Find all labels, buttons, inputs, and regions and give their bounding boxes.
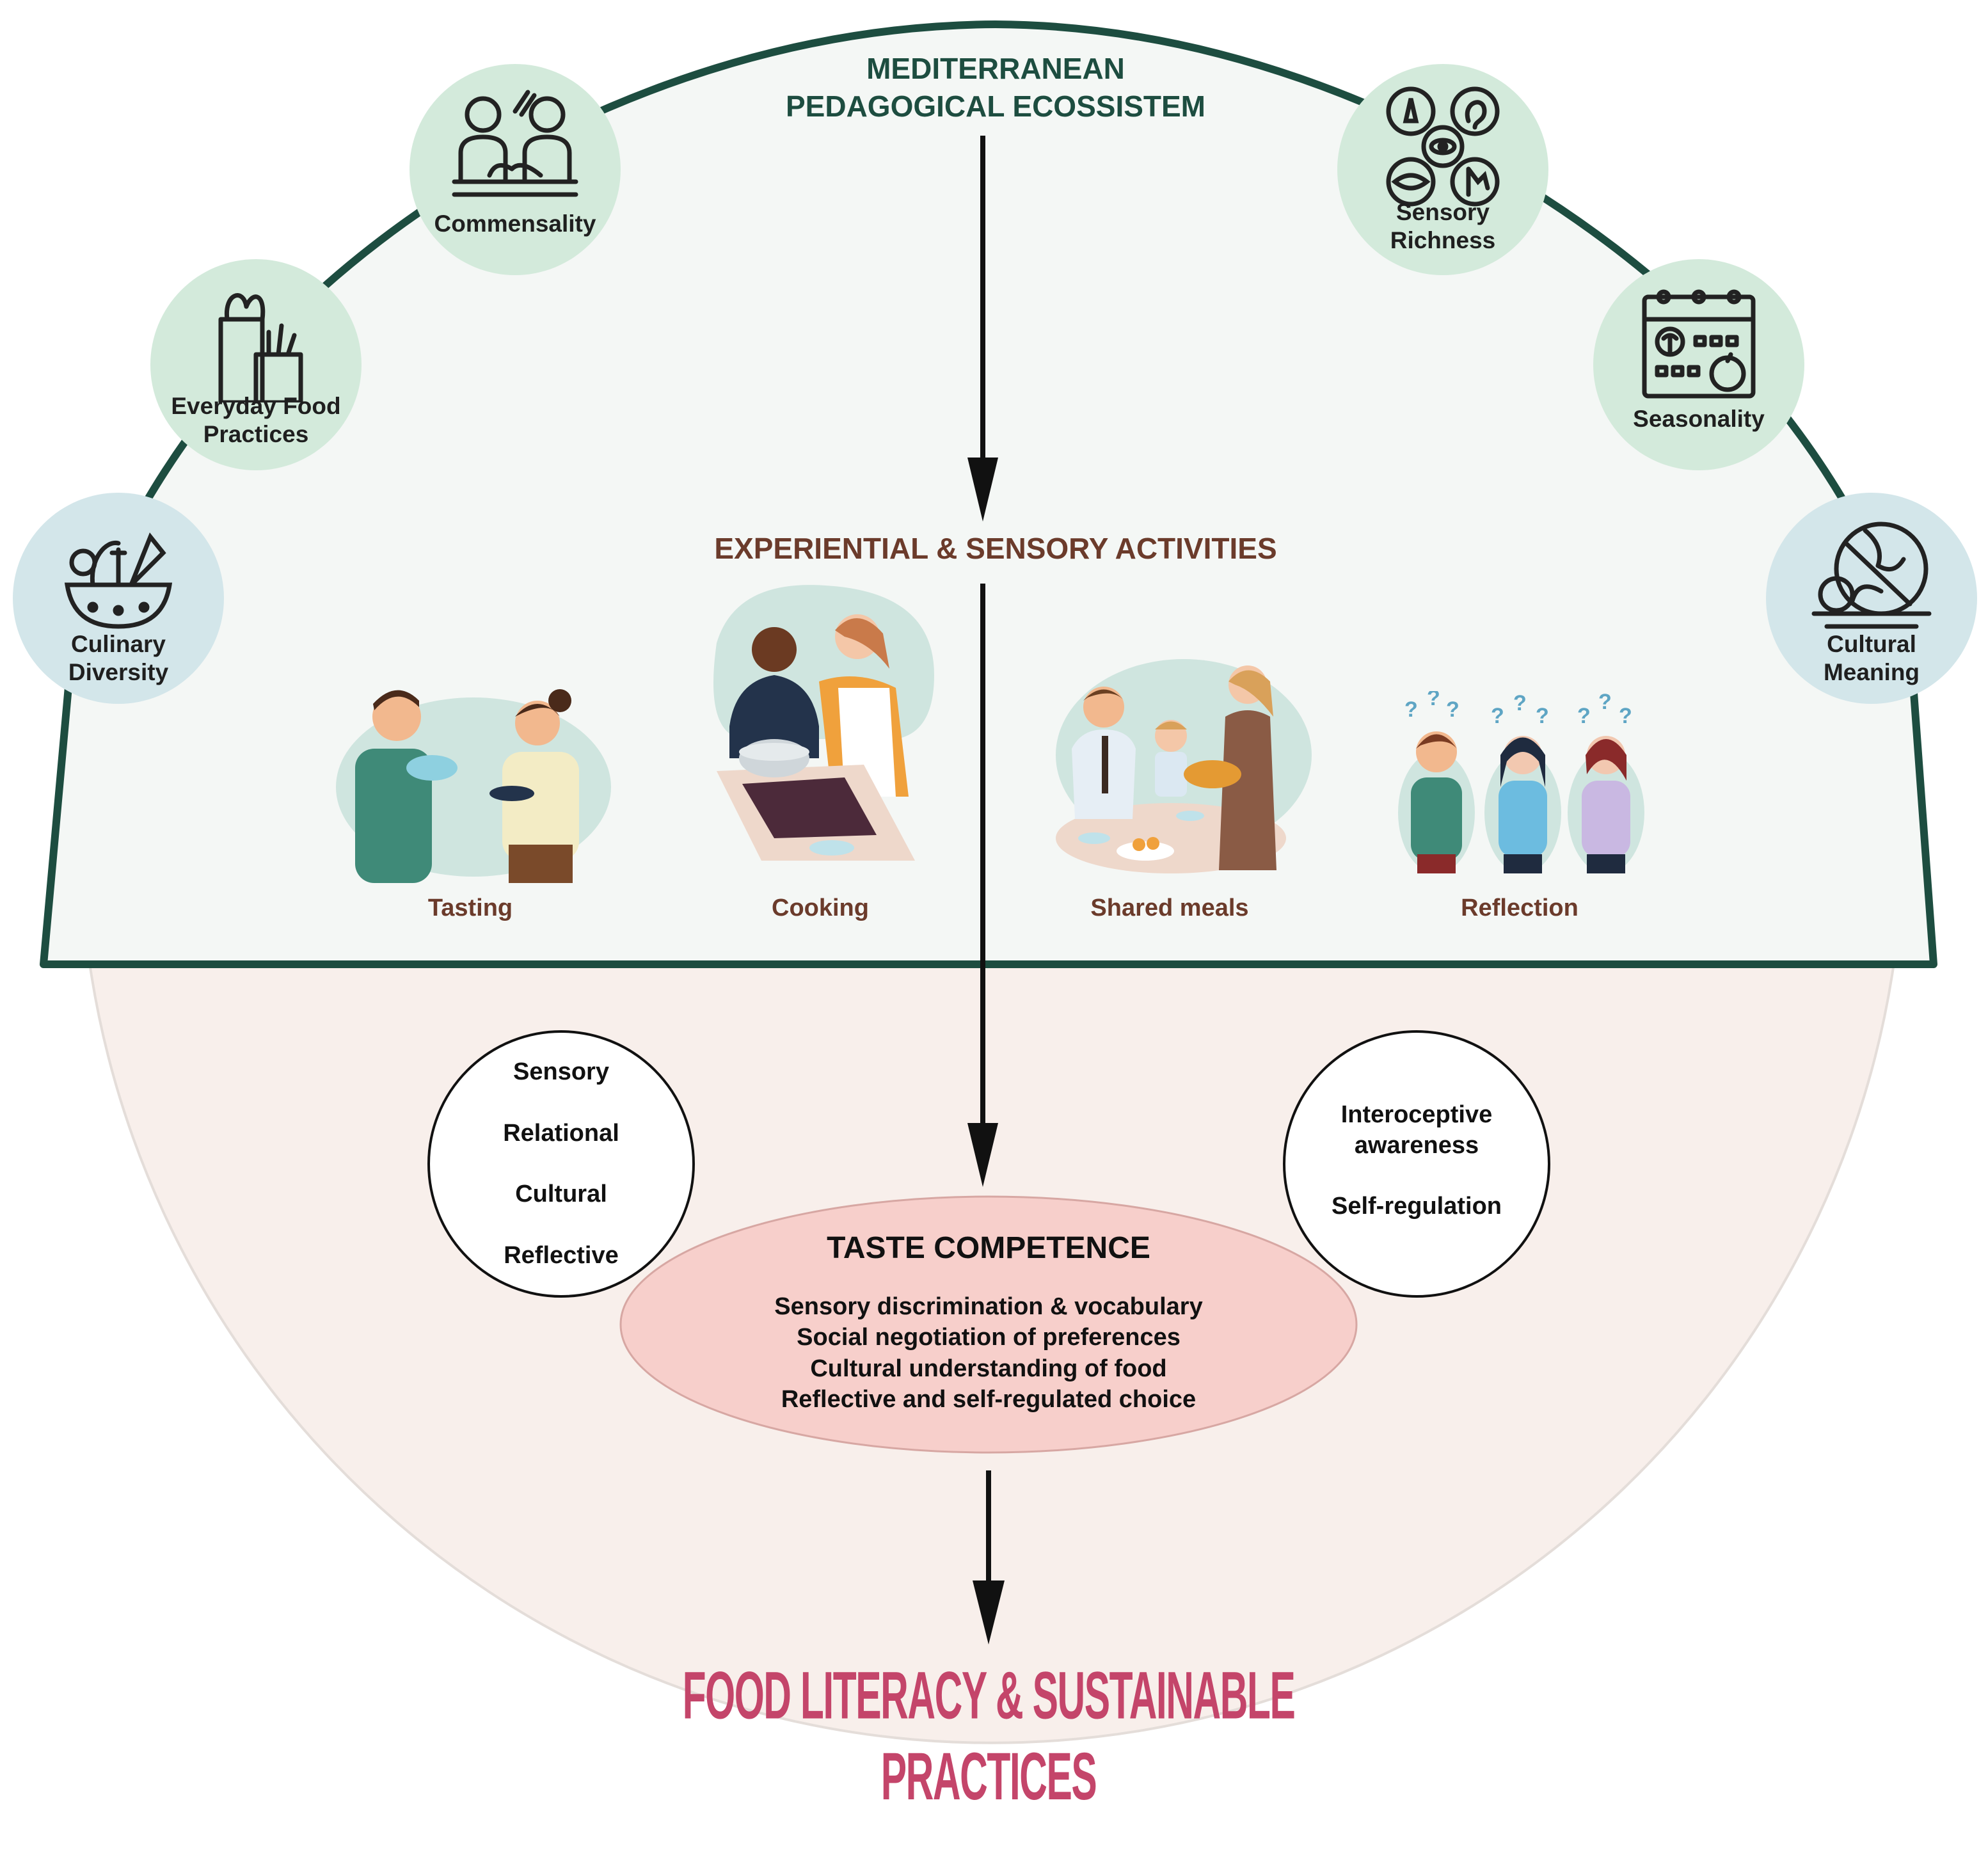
diagram-title: MEDITERRANEAN PEDAGOGICAL ECOSSISTEM — [676, 50, 1316, 125]
svg-text:?: ? — [1598, 691, 1612, 714]
title-line-1: MEDITERRANEAN — [866, 52, 1125, 85]
commensality-label: Commensality — [434, 211, 596, 237]
activity-cooking-label: Cooking — [772, 895, 869, 921]
cultural-meaning-label: Cultural Meaning — [1766, 630, 1977, 687]
svg-text:?: ? — [1491, 704, 1504, 728]
interoceptive-line-2: awareness — [1354, 1131, 1479, 1159]
interoceptive-line-1: Interoceptive — [1340, 1101, 1493, 1128]
arrowhead-2 — [967, 1123, 998, 1187]
sensory-richness-label: Sensory Richness — [1337, 198, 1548, 255]
arrowhead-1 — [967, 458, 998, 521]
svg-text:?: ? — [1619, 704, 1632, 728]
tasting-illustration — [336, 689, 611, 883]
cooking-illustration — [713, 585, 934, 861]
node-sensory-richness: Sensory Richness — [1337, 64, 1548, 275]
svg-text:?: ? — [1427, 691, 1440, 710]
self-awareness-circle: Interoceptive awareness Self-regulation — [1283, 1030, 1550, 1298]
node-culinary-diversity: Culinary Diversity — [13, 493, 224, 704]
node-seasonality: Seasonality — [1593, 259, 1804, 470]
cultural-meaning-line-1: Cultural — [1827, 631, 1916, 657]
taste-line-1: Sensory discrimination & vocabulary — [774, 1293, 1203, 1320]
dimension-sensory: Sensory — [513, 1058, 609, 1085]
taste-competence-title: TASTE COMPETENCE — [827, 1231, 1150, 1265]
grocery-bag-icon — [218, 293, 303, 402]
taste-line-3: Cultural understanding of food — [810, 1355, 1167, 1382]
seasonality-label: Seasonality — [1633, 406, 1765, 432]
sensory-richness-line-2: Richness — [1390, 227, 1496, 254]
shared-meals-illustration — [1056, 659, 1312, 873]
everyday-food-line-1: Everyday Food — [171, 393, 341, 419]
arrowhead-3 — [973, 1580, 1005, 1644]
sensory-richness-line-1: Sensory — [1396, 199, 1490, 225]
dimension-relational: Relational — [503, 1120, 619, 1147]
svg-text:?: ? — [1446, 697, 1459, 722]
cultural-meaning-line-2: Meaning — [1823, 659, 1920, 686]
culinary-diversity-label: Culinary Diversity — [13, 630, 224, 687]
dimensions-circle: Sensory Relational Cultural Reflective — [427, 1030, 695, 1298]
five-senses-icon — [1386, 86, 1500, 207]
taste-line-2: Social negotiation of preferences — [797, 1324, 1181, 1351]
activities-heading: EXPERIENTIAL & SENSORY ACTIVITIES — [714, 532, 1277, 565]
node-commensality: Commensality — [410, 64, 621, 275]
globe-plate-icon — [1811, 521, 1932, 629]
calendar-icon — [1642, 289, 1756, 399]
svg-text:?: ? — [1577, 704, 1591, 728]
activity-tasting-label: Tasting — [427, 895, 513, 921]
taste-competence-list: Sensory discrimination & vocabulary Soci… — [669, 1291, 1308, 1415]
culinary-diversity-line-2: Diversity — [68, 659, 169, 686]
activity-shared-meals-label: Shared meals — [1090, 895, 1249, 921]
dimension-cultural: Cultural — [515, 1181, 607, 1207]
everyday-food-line-2: Practices — [203, 421, 309, 448]
reflection-illustration: ??? ??? ??? — [1398, 691, 1644, 873]
outcome-heading: FOOD LITERACY & SUSTAINABLE PRACTICES — [682, 1657, 1296, 1814]
svg-text:?: ? — [1536, 704, 1549, 728]
node-cultural-meaning: Cultural Meaning — [1766, 493, 1977, 704]
culinary-diversity-line-1: Culinary — [70, 631, 166, 657]
shared-meal-icon — [452, 90, 578, 197]
taste-line-4: Reflective and self-regulated choice — [781, 1385, 1197, 1413]
activity-reflection-label: Reflection — [1461, 895, 1578, 921]
dimension-reflective: Reflective — [504, 1242, 619, 1269]
svg-text:?: ? — [1513, 691, 1527, 715]
vegetable-basket-icon — [64, 532, 173, 629]
taste-competence-ellipse — [619, 1195, 1358, 1454]
svg-text:?: ? — [1404, 697, 1418, 722]
node-everyday-food-practices: Everyday Food Practices — [150, 259, 362, 470]
everyday-food-label: Everyday Food Practices — [150, 392, 362, 449]
self-regulation-text: Self-regulation — [1331, 1193, 1502, 1220]
title-line-2: PEDAGOGICAL ECOSSISTEM — [785, 89, 1206, 123]
interoceptive-awareness-text: Interoceptive awareness — [1285, 1100, 1548, 1161]
